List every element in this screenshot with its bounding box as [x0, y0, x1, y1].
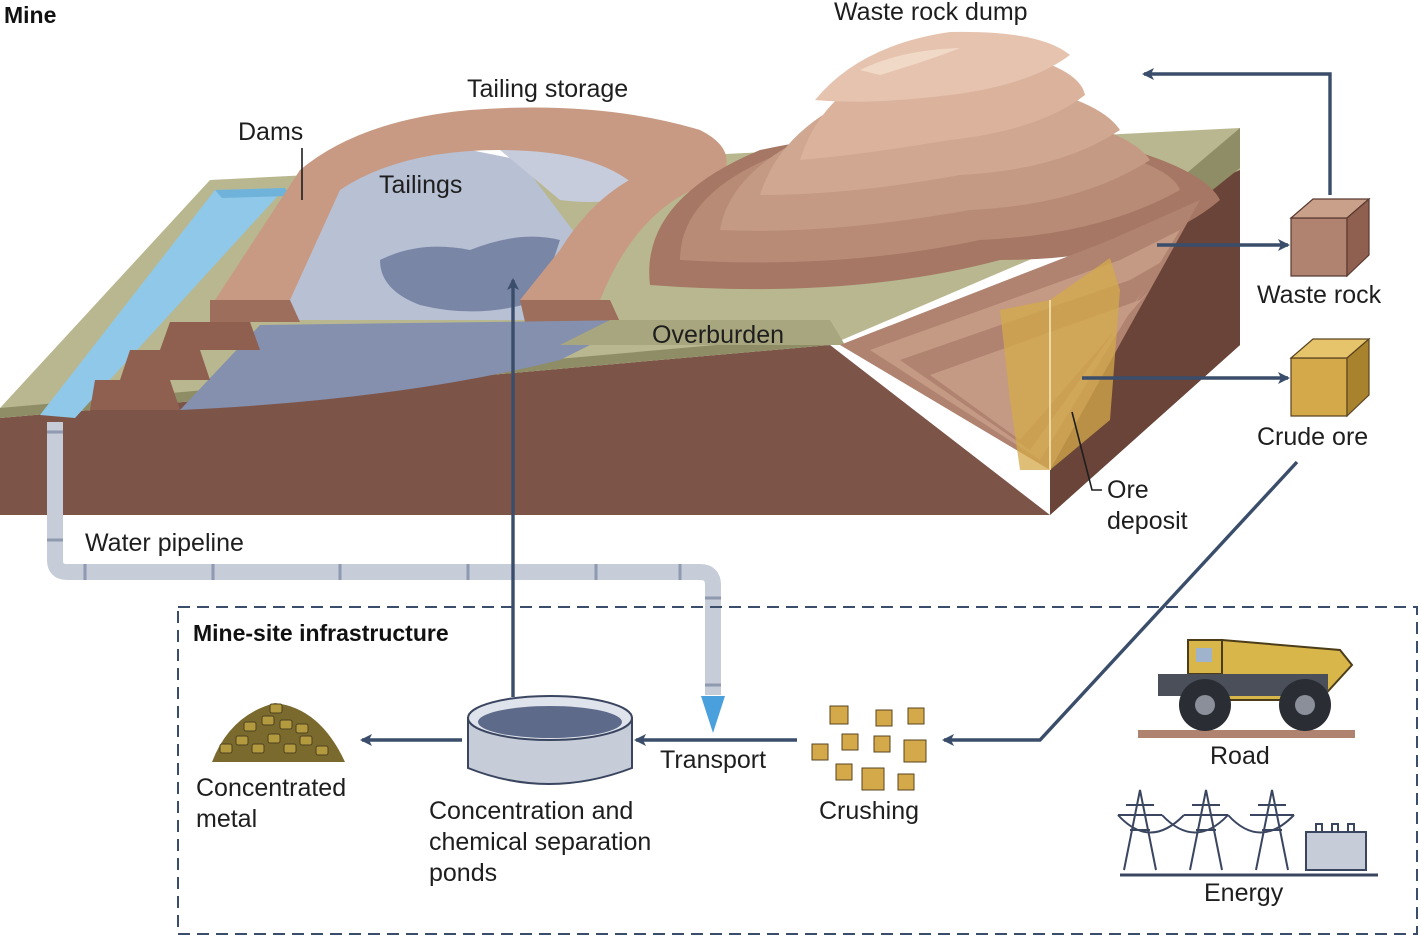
label-crushing: Crushing [819, 797, 920, 825]
label-overburden: Overburden [652, 321, 785, 349]
label-energy: Energy [1204, 879, 1284, 907]
crude-ore-box [1289, 337, 1371, 418]
label-ore-deposit: Ore deposit [1107, 476, 1188, 535]
arrow-crude-to-crushing [942, 460, 1299, 746]
label-tailing-storage: Tailing storage [467, 75, 629, 103]
label-waste-rock: Waste rock [1257, 281, 1382, 309]
concentrated-metal-pile [212, 703, 345, 762]
infrastructure-frame [177, 606, 1418, 935]
soil-front-face [0, 345, 1050, 515]
mine-section-title: Mine [4, 2, 57, 28]
label-ponds: Concentration and chemical separation po… [429, 797, 652, 887]
arrow-waste-rock-to-dump [1142, 68, 1332, 195]
crushed-ore-cubes [811, 705, 927, 791]
flow-arrows [360, 68, 1332, 746]
waste-rock-dump [649, 31, 1220, 290]
label-concentrated-metal: Concentrated metal [196, 774, 347, 833]
water-pipeline [47, 422, 725, 733]
label-waste-rock-dump: Waste rock dump [834, 0, 1028, 26]
label-water-pipeline: Water pipeline [85, 529, 244, 557]
dump-truck-icon [1138, 638, 1355, 738]
separation-pond-tank [467, 695, 633, 785]
label-crude-ore: Crude ore [1257, 423, 1369, 451]
dam-wall [215, 107, 727, 300]
river [40, 188, 285, 418]
label-tailings: Tailings [379, 171, 463, 199]
label-transport: Transport [660, 746, 767, 774]
pipeline-outlet-arrow [701, 696, 725, 733]
label-dams: Dams [238, 118, 304, 146]
waste-rock-box [1289, 197, 1371, 278]
label-road: Road [1210, 742, 1270, 770]
ore-deposit [1000, 258, 1120, 470]
power-pylons-icon [1117, 789, 1378, 877]
mine-block [0, 31, 1240, 515]
infrastructure-section-title: Mine-site infrastructure [193, 620, 449, 646]
